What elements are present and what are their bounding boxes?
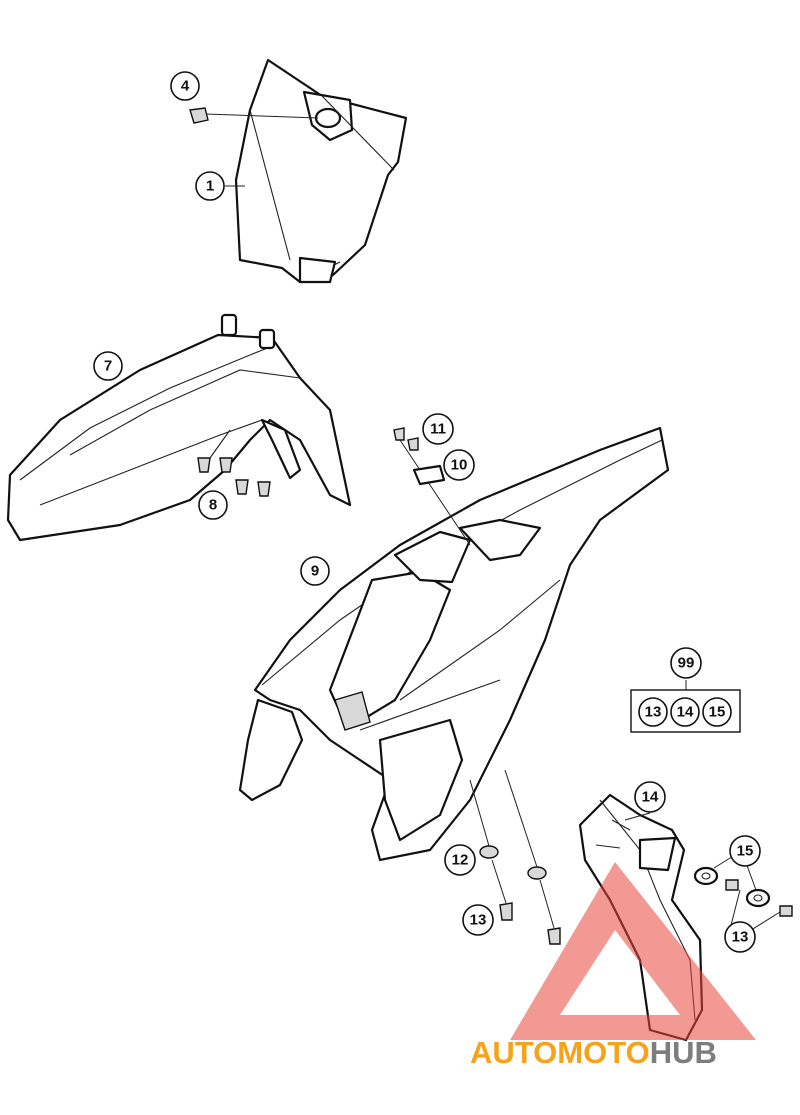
kit-box: 13 14 15	[630, 689, 741, 733]
watermark-text-hub: HUB	[650, 1035, 717, 1070]
part-13-bolts	[491, 859, 793, 945]
kit-item-14: 14	[670, 697, 700, 727]
kit-item-15: 15	[702, 697, 732, 727]
callout-8: 8	[198, 490, 228, 520]
part-8-screws	[197, 457, 271, 497]
svg-text:4: 4	[181, 78, 190, 95]
callout-1: 1	[195, 171, 225, 201]
svg-text:12: 12	[452, 852, 469, 869]
callout-15: 15	[729, 835, 761, 867]
svg-text:15: 15	[709, 704, 726, 721]
part-12-washers	[469, 769, 547, 880]
svg-text:15: 15	[737, 843, 754, 860]
callout-4: 4	[170, 71, 200, 101]
watermark-triangle-icon	[510, 862, 756, 1040]
watermark-text-automoto: AUTOMOTO	[470, 1035, 650, 1070]
callout-11: 11	[422, 413, 454, 445]
svg-text:14: 14	[642, 789, 659, 806]
part-1-number-plate	[234, 58, 408, 284]
callout-14: 14	[634, 781, 666, 813]
svg-text:13: 13	[470, 912, 487, 929]
svg-text:9: 9	[311, 563, 319, 580]
part-11-screws	[393, 427, 471, 546]
part-15-grommets	[693, 854, 771, 908]
callout-10: 10	[443, 449, 475, 481]
kit-item-13: 13	[638, 697, 668, 727]
svg-text:1: 1	[206, 178, 214, 195]
watermark-logo	[510, 862, 756, 1040]
svg-text:13: 13	[645, 704, 662, 721]
callout-9: 9	[300, 556, 330, 586]
part-7-front-fender	[6, 313, 352, 542]
callout-12: 12	[444, 844, 476, 876]
svg-text:8: 8	[209, 497, 217, 514]
svg-text:11: 11	[430, 421, 446, 438]
callout-99: 99	[670, 647, 702, 679]
svg-text:13: 13	[732, 929, 749, 946]
svg-text:99: 99	[678, 655, 695, 672]
svg-text:14: 14	[677, 704, 694, 721]
callout-13-right: 13	[724, 921, 756, 953]
svg-text:10: 10	[451, 457, 468, 474]
part-9-rear-fender	[238, 426, 670, 862]
callout-7: 7	[93, 351, 123, 381]
svg-text:7: 7	[104, 358, 112, 375]
part-10-bracket	[412, 464, 446, 486]
callout-13-left: 13	[462, 904, 494, 936]
watermark-text: AUTOMOTOHUB	[470, 1035, 717, 1070]
part-4-screw	[189, 107, 319, 124]
